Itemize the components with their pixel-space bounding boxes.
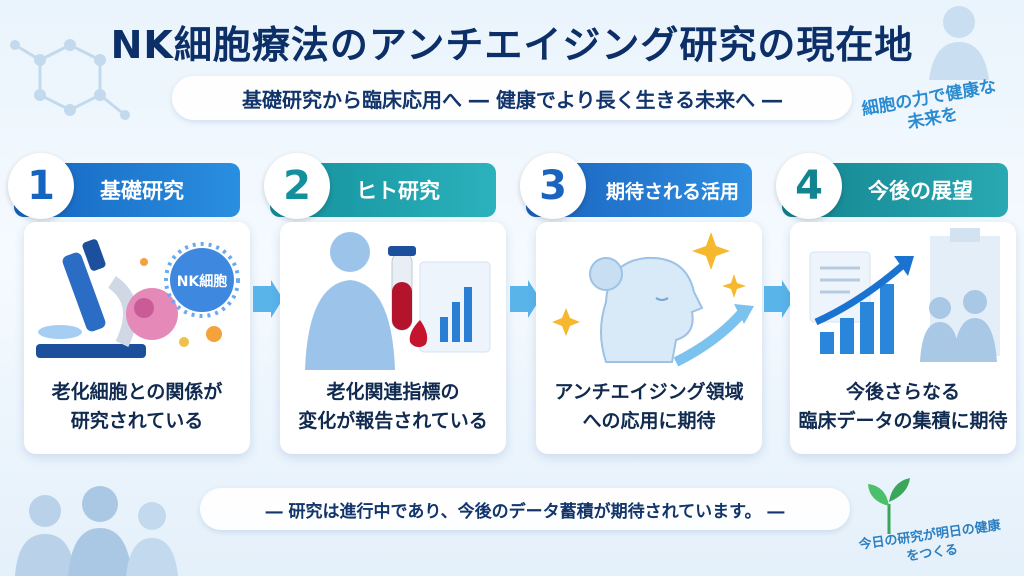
step-3-card: アンチエイジング領域 への応用に期待 bbox=[536, 222, 762, 454]
step-3-line-1: アンチエイジング領域 bbox=[554, 381, 744, 403]
molecule-decoration bbox=[10, 39, 130, 120]
step-2-line-2: 変化が報告されている bbox=[298, 409, 488, 432]
step-2-number: 2 bbox=[264, 153, 330, 219]
step-3-header: 3 期待される活用 bbox=[520, 153, 752, 219]
step-1-line-1: 老化細胞との関係が bbox=[51, 381, 223, 403]
step-3-description: アンチエイジング領域 への応用に期待 bbox=[544, 378, 754, 435]
subtitle: 基礎研究から臨床応用へ ― 健康でより長く生きる未来へ ― bbox=[172, 76, 852, 120]
people-silhouette-top-right bbox=[929, 6, 989, 80]
growth-chart-icon bbox=[809, 228, 1000, 362]
footer-note: ― 研究は進行中であり、今後のデータ蓄積が期待されています。 ― bbox=[200, 488, 850, 530]
step-1-description: 老化細胞との関係が 研究されている bbox=[32, 378, 242, 435]
step-1-line-2: 研究されている bbox=[70, 409, 204, 432]
people-silhouette-bottom-left bbox=[15, 486, 178, 576]
step-2-line-1: 老化関連指標の bbox=[326, 381, 460, 403]
step-3-number: 3 bbox=[520, 153, 586, 219]
woman-profile-icon bbox=[552, 232, 754, 367]
sprout-icon bbox=[868, 478, 910, 534]
arrow-right-icon bbox=[764, 280, 794, 318]
step-4-line-1: 今後さらなる bbox=[845, 381, 960, 403]
arrow-right-icon bbox=[510, 280, 540, 318]
slogan-top-right: 細胞の力で健康な未来を bbox=[860, 76, 998, 134]
step-4-description: 今後さらなる 臨床データの集積に期待 bbox=[798, 378, 1008, 435]
doctors-silhouette bbox=[920, 290, 997, 362]
step-2-header: 2 ヒト研究 bbox=[264, 153, 496, 219]
step-1-header: 1 基礎研究 bbox=[8, 153, 240, 219]
step-1-card: NK細胞 老化細胞との関係が 研究されている bbox=[24, 222, 250, 454]
blood-tube-icon bbox=[388, 246, 428, 348]
step-4-card: 今後さらなる 臨床データの集積に期待 bbox=[790, 222, 1016, 454]
step-1-number: 1 bbox=[8, 153, 74, 219]
step-1-title: 基礎研究 bbox=[100, 179, 184, 203]
sparkle-icon bbox=[552, 232, 746, 336]
nk-cell-badge: NK細胞 bbox=[177, 273, 228, 290]
step-4-header: 4 今後の展望 bbox=[776, 153, 1008, 219]
step-4-number: 4 bbox=[776, 153, 842, 219]
step-2-card: 老化関連指標の 変化が報告されている bbox=[280, 222, 506, 454]
arrow-right-icon bbox=[253, 280, 283, 318]
human-body-icon bbox=[305, 232, 491, 370]
step-4-line-2: 臨床データの集積に期待 bbox=[798, 409, 1008, 432]
microscope-icon: NK細胞 bbox=[36, 239, 240, 358]
step-3-title: 期待される活用 bbox=[606, 180, 740, 203]
step-2-title: ヒト研究 bbox=[356, 179, 440, 203]
step-4-title: 今後の展望 bbox=[868, 179, 973, 203]
page-title: NK細胞療法のアンチエイジング研究の現在地 bbox=[110, 23, 914, 67]
step-2-description: 老化関連指標の 変化が報告されている bbox=[288, 378, 498, 435]
step-3-line-2: への応用に期待 bbox=[582, 409, 716, 432]
